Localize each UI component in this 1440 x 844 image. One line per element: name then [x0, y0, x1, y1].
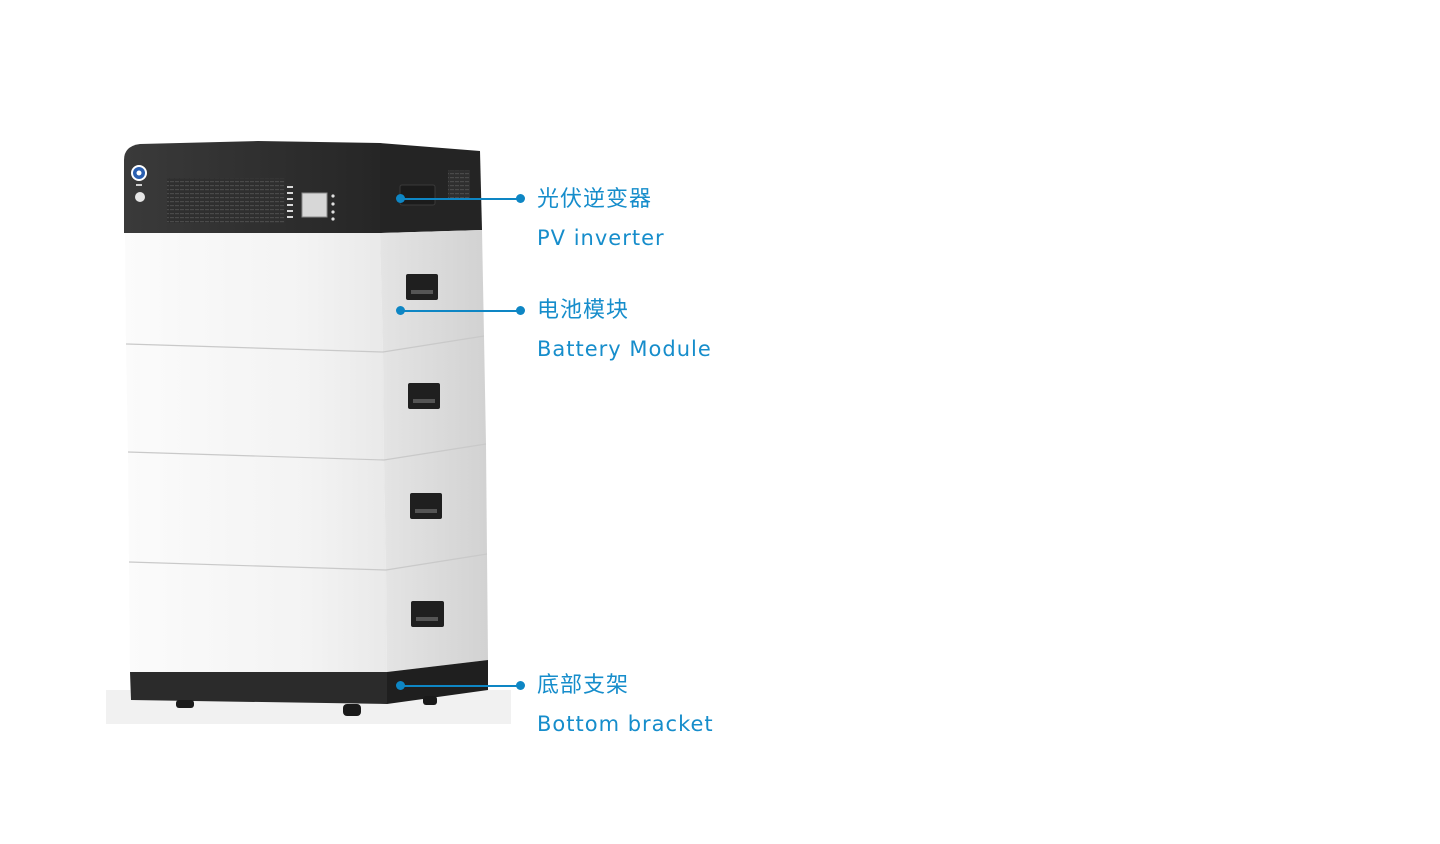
brand-logo-icon	[131, 165, 147, 181]
lcd-display-icon	[301, 192, 328, 218]
callout-leader-line	[400, 198, 520, 200]
callout-leader-line	[400, 310, 520, 312]
callout-leader-line	[400, 685, 520, 687]
power-button-icon	[135, 184, 145, 202]
pv-inverter-label-zh: 光伏逆变器	[537, 187, 653, 212]
bottom-bracket-label-zh: 底部支架	[537, 673, 630, 698]
handle-icon	[406, 274, 444, 627]
callout-end-dot	[516, 681, 525, 690]
battery-module-stack	[125, 230, 488, 672]
battery-module-label-zh: 电池模块	[537, 298, 630, 323]
pv-inverter-label-en: PV inverter	[537, 226, 665, 250]
bottom-bracket-unit	[130, 660, 488, 716]
callout-end-dot	[516, 306, 525, 315]
bottom-bracket-label-en: Bottom bracket	[537, 712, 714, 736]
callout-end-dot	[516, 194, 525, 203]
pv-inverter-unit	[124, 141, 482, 233]
battery-module-label-en: Battery Module	[537, 337, 712, 361]
